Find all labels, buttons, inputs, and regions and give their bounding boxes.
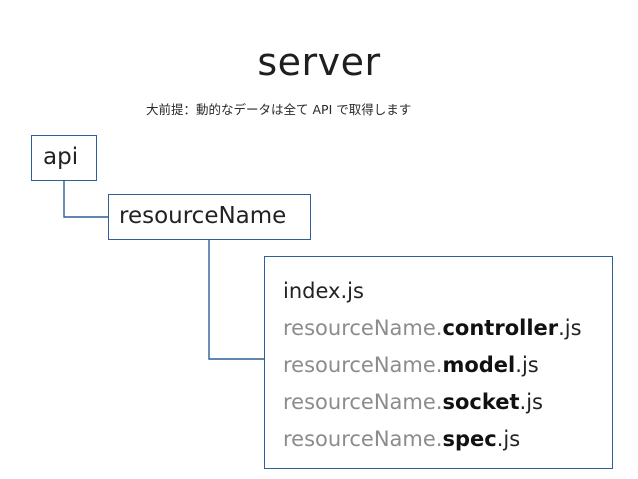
file-item-spec: resourceName.spec.js xyxy=(283,421,582,458)
resource-folder-label: resourceName xyxy=(119,203,287,229)
file-kind-socket: socket xyxy=(442,390,520,414)
file-item-model: resourceName.model.js xyxy=(283,347,582,384)
file-extension: .js xyxy=(519,390,543,414)
file-extension: .js xyxy=(558,316,582,340)
file-item-socket: resourceName.socket.js xyxy=(283,384,582,421)
file-prefix: resourceName. xyxy=(283,390,443,414)
file-name-index: index.js xyxy=(283,279,364,303)
resource-folder-box: resourceName xyxy=(108,194,311,240)
connector-api-to-resource xyxy=(63,181,108,218)
file-item-controller: resourceName.controller.js xyxy=(283,310,582,347)
connector-resource-to-files xyxy=(208,240,264,360)
file-list: index.js resourceName.controller.js reso… xyxy=(283,273,582,458)
file-item-index: index.js xyxy=(283,273,582,310)
file-prefix: resourceName. xyxy=(283,427,443,451)
api-folder-label: api xyxy=(43,144,79,170)
file-kind-spec: spec xyxy=(442,427,497,451)
file-prefix: resourceName. xyxy=(283,353,443,377)
slide-title: server xyxy=(257,40,381,84)
file-list-box: index.js resourceName.controller.js reso… xyxy=(264,256,613,469)
file-kind-controller: controller xyxy=(442,316,559,340)
file-kind-model: model xyxy=(442,353,516,377)
slide-subtitle: 大前提：動的なデータは全て API で取得します xyxy=(146,102,412,117)
file-extension: .js xyxy=(515,353,539,377)
file-prefix: resourceName. xyxy=(283,316,443,340)
api-folder-box: api xyxy=(31,135,97,181)
file-extension: .js xyxy=(496,427,521,451)
